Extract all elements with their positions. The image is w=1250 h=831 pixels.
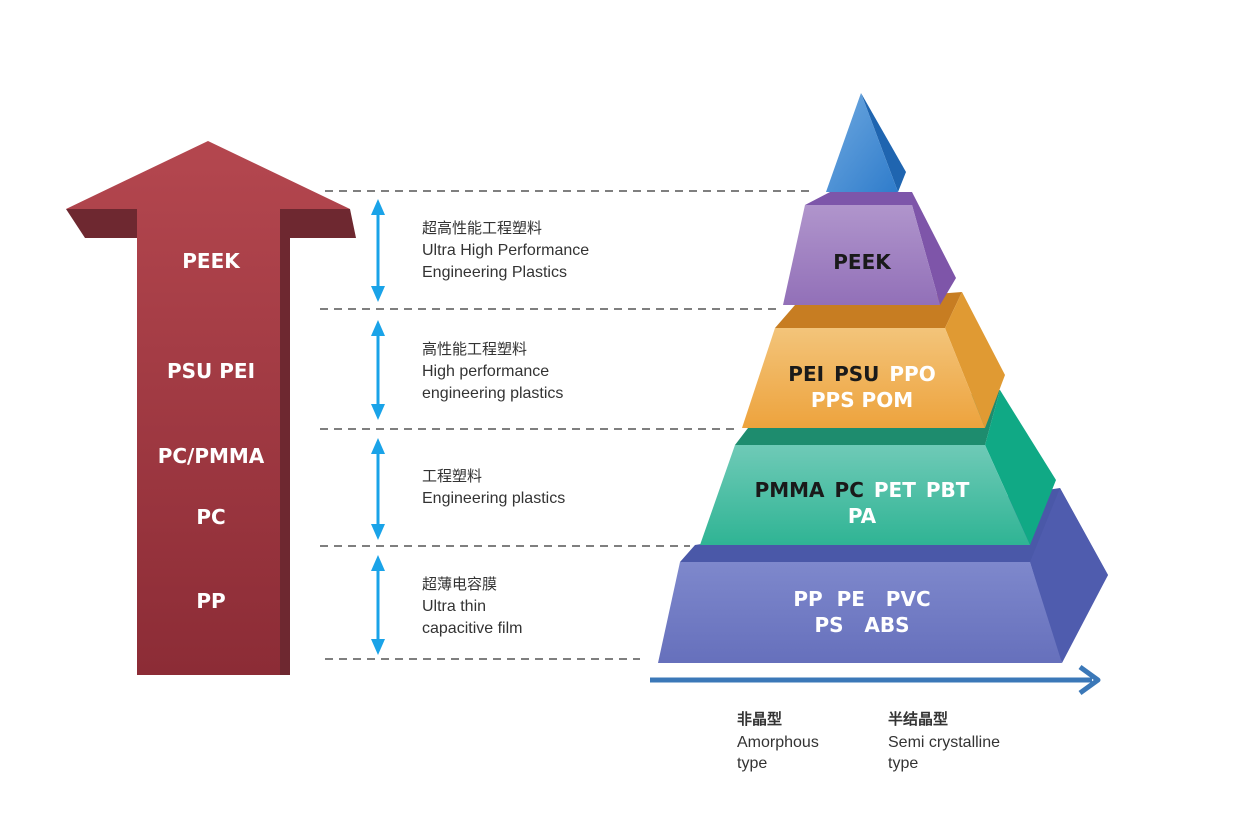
- tier-descriptions: 超高性能工程塑料 Ultra High Performance Engineer…: [422, 219, 589, 637]
- layer-green-line1: PMMA PC PET PBT: [755, 478, 970, 502]
- semicrystalline-en2: type: [888, 755, 918, 772]
- tier-4-en2: capacitive film: [422, 620, 522, 637]
- double-arrow-icon: [371, 199, 385, 302]
- green-pc: PC: [835, 478, 864, 502]
- upward-arrow: PEEK PSU PEI PC/PMMA PC PP: [66, 141, 356, 675]
- tier-4-cn: 超薄电容膜: [422, 575, 497, 593]
- arrow-label-pp: PP: [196, 589, 225, 613]
- tier-1-en2: Engineering Plastics: [422, 264, 567, 281]
- amorphous-en1: Amorphous: [737, 734, 819, 751]
- layer-green-line2: PA: [848, 504, 877, 528]
- arrow-label-peek: PEEK: [182, 249, 241, 273]
- layer-peek-label: PEEK: [833, 250, 892, 274]
- tier-2-en2: engineering plastics: [422, 385, 563, 402]
- arrow-label-pc-pmma: PC/PMMA: [158, 444, 265, 468]
- pyramid-apex: [826, 93, 906, 192]
- axis-labels: 非晶型 Amorphous type 半结晶型 Semi crystalline…: [737, 710, 1000, 772]
- green-pbt: PBT: [926, 478, 970, 502]
- layer-orange-line1: PEI PSU PPO: [788, 362, 935, 386]
- orange-ppo: PPO: [889, 362, 935, 386]
- tier-2-cn: 高性能工程塑料: [422, 340, 527, 358]
- semicrystalline-en1: Semi crystalline: [888, 734, 1000, 751]
- layer-blue-line1: PP PE PVC: [793, 587, 930, 611]
- semicrystalline-cn: 半结晶型: [888, 710, 948, 728]
- double-arrow-icon: [371, 555, 385, 655]
- amorphous-cn: 非晶型: [737, 710, 782, 728]
- tier-1-cn: 超高性能工程塑料: [422, 219, 542, 237]
- crystallinity-axis-arrow: [650, 664, 1101, 696]
- tier-4-en1: Ultra thin: [422, 598, 486, 615]
- green-pet: PET: [874, 478, 916, 502]
- orange-psu: PSU: [834, 362, 879, 386]
- tier-3-cn: 工程塑料: [422, 467, 482, 485]
- tier-3-en1: Engineering plastics: [422, 490, 565, 507]
- arrow-label-psu-pei: PSU PEI: [167, 359, 255, 383]
- green-pmma: PMMA: [755, 478, 825, 502]
- dashed-dividers: [320, 190, 815, 660]
- amorphous-en2: type: [737, 755, 767, 772]
- double-arrow-icon: [371, 320, 385, 420]
- pyramid-layer-high-performance: PEI PSU PPO PPS POM: [742, 292, 1005, 428]
- orange-pei: PEI: [788, 362, 824, 386]
- tier-1-en1: Ultra High Performance: [422, 242, 589, 259]
- arrow-label-pc: PC: [196, 505, 225, 529]
- layer-blue-line2: PS ABS: [814, 613, 909, 637]
- range-arrows: [371, 199, 385, 655]
- pyramid-layer-peek: PEEK: [783, 192, 956, 305]
- double-arrow-icon: [371, 438, 385, 540]
- tier-2-en1: High performance: [422, 363, 549, 380]
- layer-orange-line2: PPS POM: [811, 388, 913, 412]
